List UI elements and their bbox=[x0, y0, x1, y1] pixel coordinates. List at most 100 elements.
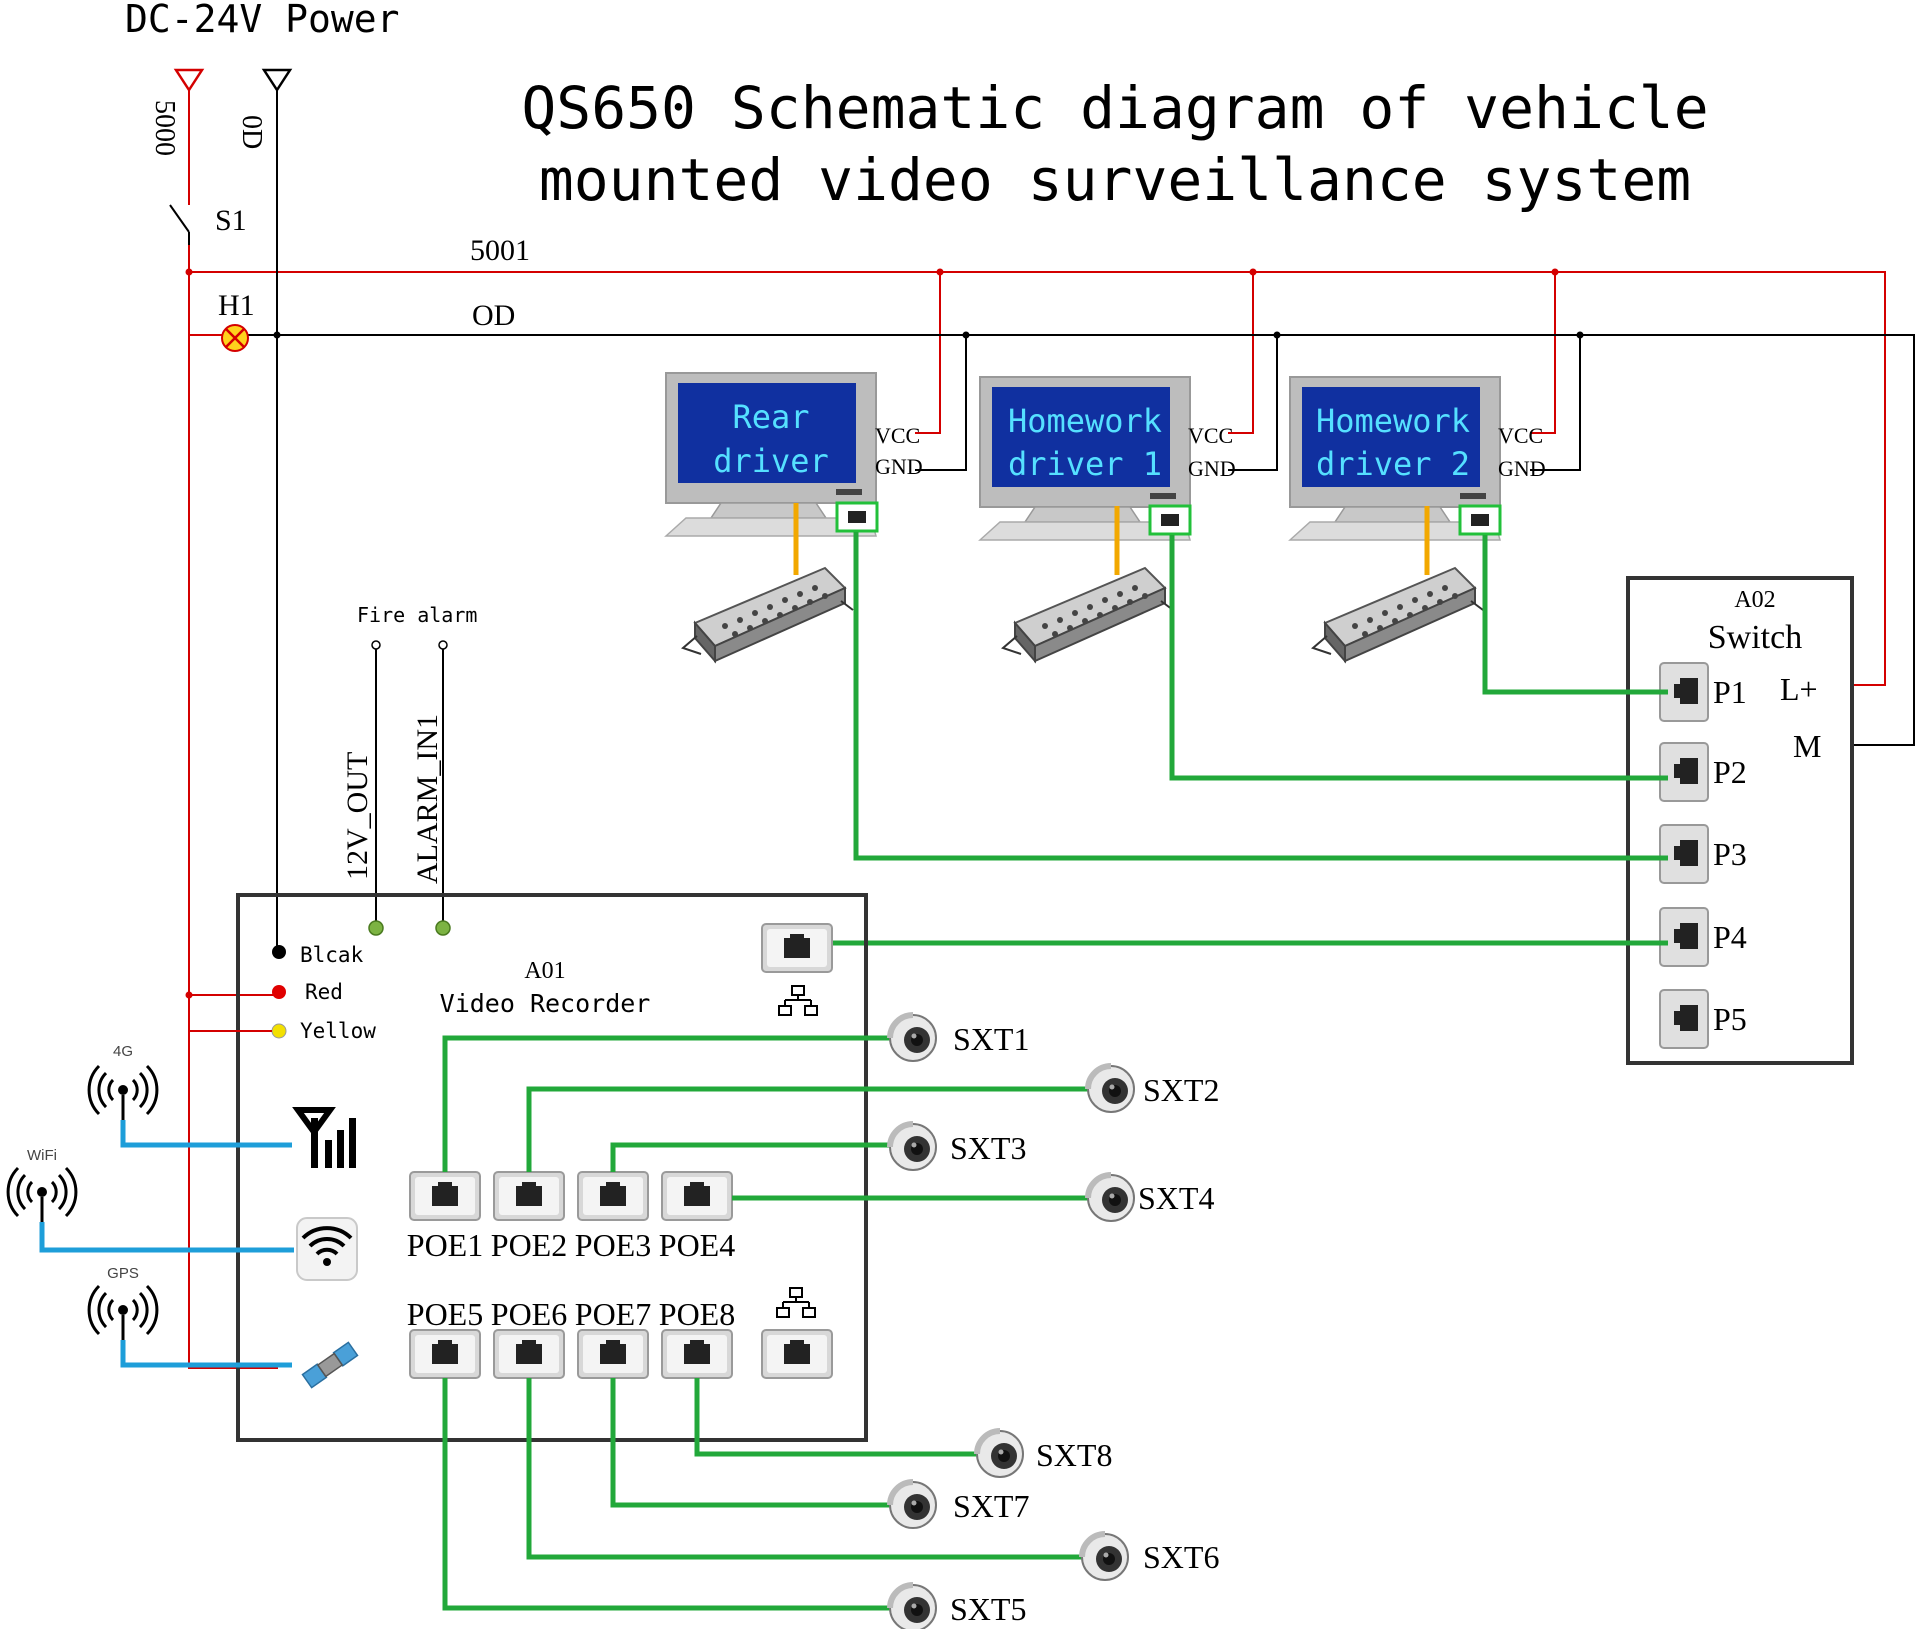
switch-lplus-label: L+ bbox=[1780, 671, 1818, 707]
network-icon bbox=[778, 985, 818, 1016]
recorder-lan-port-2 bbox=[761, 1329, 833, 1379]
switch-port-icon bbox=[1659, 824, 1709, 884]
poe-port bbox=[661, 1171, 733, 1221]
power-plus-terminal bbox=[173, 68, 205, 93]
monitor-homework-driver-2: Homework driver 2 VCC GND bbox=[1289, 376, 1546, 541]
camera-icon bbox=[890, 1124, 936, 1170]
diagram-title-line1: QS650 Schematic diagram of vehicle bbox=[521, 74, 1708, 142]
camera-label: SXT8 bbox=[1036, 1437, 1112, 1473]
lamp-h1-label: H1 bbox=[218, 289, 255, 322]
io-out-label: 12V_OUT bbox=[341, 752, 374, 880]
poe-label: POE6 bbox=[491, 1296, 567, 1332]
io-in-label: ALARM_IN1 bbox=[411, 714, 444, 884]
camera-icon bbox=[890, 1482, 936, 1528]
antenna-wifi-label: WiFi bbox=[27, 1147, 57, 1164]
camera-label: SXT5 bbox=[950, 1591, 1026, 1627]
switch-port-label: P4 bbox=[1713, 919, 1747, 955]
wireless-links bbox=[39, 1120, 294, 1368]
poe-label: POE7 bbox=[575, 1296, 651, 1332]
io-terminal bbox=[368, 920, 384, 936]
gnd-label: GND bbox=[875, 454, 923, 479]
wire-red-label: Red bbox=[305, 980, 343, 1004]
recorder-a01-box bbox=[236, 893, 868, 1442]
yellow-wire-terminal bbox=[271, 1023, 287, 1039]
camera-icon bbox=[890, 1015, 936, 1061]
monitor-screen-text: driver 2 bbox=[1316, 445, 1470, 483]
gnd-label: GND bbox=[1188, 456, 1236, 481]
camera-label: SXT4 bbox=[1138, 1180, 1214, 1216]
poe-port bbox=[493, 1171, 565, 1221]
switch-port-label: P1 bbox=[1713, 674, 1747, 710]
vcc-label: VCC bbox=[875, 423, 920, 448]
switch-id: A02 bbox=[1734, 587, 1775, 613]
vcc-label: VCC bbox=[1188, 423, 1233, 448]
poe-label: POE1 bbox=[407, 1227, 483, 1263]
red-wire-terminal bbox=[272, 985, 286, 999]
poe-label: POE2 bbox=[491, 1227, 567, 1263]
network-icon bbox=[776, 1287, 816, 1318]
fire-alarm-label: Fire alarm bbox=[357, 603, 477, 627]
switch-m-label: M bbox=[1793, 728, 1821, 764]
camera-label: SXT7 bbox=[953, 1488, 1029, 1524]
poe-label: POE8 bbox=[659, 1296, 735, 1332]
cellular-signal-icon bbox=[292, 1107, 356, 1168]
keypad-icon bbox=[1312, 567, 1484, 662]
camera-label: SXT2 bbox=[1143, 1072, 1219, 1108]
poe-port bbox=[661, 1329, 733, 1379]
monitor-screen-text: driver bbox=[713, 442, 829, 480]
switch-port-label: P5 bbox=[1713, 1001, 1747, 1037]
keypad-icon bbox=[1002, 567, 1174, 662]
wire-5000-label: 5000 bbox=[149, 100, 180, 156]
switch-name: Switch bbox=[1708, 619, 1802, 656]
switch-port-icon bbox=[1659, 742, 1709, 802]
power-ground-wiring bbox=[246, 90, 1915, 952]
poe-port bbox=[577, 1329, 649, 1379]
camera-icon bbox=[890, 1585, 936, 1629]
wifi-icon bbox=[296, 1217, 358, 1281]
switch-port-label: P2 bbox=[1713, 754, 1747, 790]
camera-icon bbox=[1088, 1175, 1134, 1221]
camera-icon bbox=[977, 1431, 1023, 1477]
power-plus-wiring bbox=[185, 90, 1886, 1369]
camera-icon bbox=[1082, 1534, 1128, 1580]
camera-label: SXT1 bbox=[953, 1021, 1029, 1057]
switch-port-icon bbox=[1659, 989, 1709, 1049]
recorder-lan-port bbox=[761, 923, 833, 973]
poe-port bbox=[577, 1171, 649, 1221]
power-minus-terminal bbox=[261, 68, 293, 93]
camera-links bbox=[442, 1035, 1090, 1611]
lamp-h1-icon bbox=[221, 324, 249, 352]
io-terminal bbox=[435, 920, 451, 936]
monitor-screen-text: driver 1 bbox=[1008, 445, 1162, 483]
poe-label: POE4 bbox=[659, 1227, 735, 1263]
wire-0d-label: 0D bbox=[236, 115, 267, 149]
antenna-4g-icon bbox=[87, 1064, 159, 1122]
monitor-homework-driver-1: Homework driver 1 VCC GND bbox=[979, 376, 1236, 541]
poe-label: POE5 bbox=[407, 1296, 483, 1332]
network-links bbox=[830, 532, 1668, 946]
black-wire-terminal bbox=[272, 945, 286, 959]
recorder-name: Video Recorder bbox=[440, 989, 651, 1018]
switch-s1-label: S1 bbox=[215, 204, 247, 237]
keypad-icon bbox=[682, 567, 854, 662]
poe-port bbox=[409, 1329, 481, 1379]
camera-label: SXT6 bbox=[1143, 1539, 1219, 1575]
camera-icon bbox=[1088, 1066, 1134, 1112]
monitor-screen-text: Rear bbox=[732, 398, 809, 436]
monitor-rear-driver: Rear driver VCC GND bbox=[665, 372, 923, 537]
switch-s1-symbol bbox=[169, 204, 190, 233]
poe-port bbox=[493, 1329, 565, 1379]
switch-port-icon bbox=[1659, 907, 1709, 967]
wire-yellow-label: Yellow bbox=[300, 1019, 376, 1043]
antenna-gps-icon bbox=[87, 1284, 159, 1342]
wire-black-label: Blcak bbox=[300, 943, 364, 967]
monitor-screen-text: Homework bbox=[1316, 402, 1470, 440]
gps-satellite-icon bbox=[301, 1341, 359, 1389]
monitor-screen-text: Homework bbox=[1008, 402, 1162, 440]
vcc-label: VCC bbox=[1498, 423, 1543, 448]
bus-od-label: OD bbox=[472, 299, 515, 332]
switch-a02-box bbox=[1626, 576, 1854, 1065]
antenna-4g-label: 4G bbox=[113, 1043, 133, 1060]
diagram-title-line2: mounted video surveillance system bbox=[539, 146, 1691, 214]
